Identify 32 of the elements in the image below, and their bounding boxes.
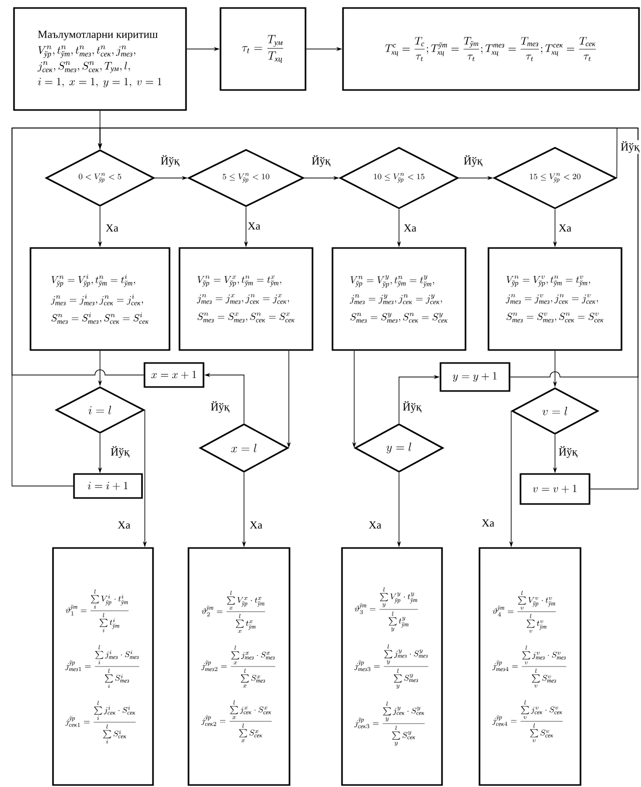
formula-box: $\tau_t=\frac{T_{\textit{ум}}}{T_{\textit{хц}}}$ [220, 7, 306, 91]
result-box: $\vartheta^{\textit{ўт}}_1=\frac{\sum\limits_{i}^{l}V^i_{\textit{ўр}}\cdot t^i_{\textit{ўт}}}{\sum\limits_{i}^{l}t^i_{\textit{ўт}}}$ $j^{\textit{ўр}}_{\textit{тез}1}=\frac{\sum\limits_{i}^{l}j^i_{\textit{тез}}\cdot S^i_{\textit{тез}}}{\sum\limits_{i}^{l}S^i_{\textit{тез}}}$ $j^{\textit{ўр}}_{\textit{сек}1}=\frac{\sum\limits_{i}^{l}j^i_{\textit{сек}}\cdot S^i_{\textit{сек}}}{\sum\limits_{i}^{l}S^i_{\textit{сек}}}$ [52, 547, 154, 786]
edge-label: Йўқ [210, 400, 230, 414]
process-box: $y=y+1$ [440, 362, 510, 392]
edge-label: Ха [116, 520, 132, 530]
edge-label: Йўқ [558, 445, 578, 459]
edge-label: Ха [558, 223, 572, 233]
result-box: $\vartheta^{\textit{ўт}}_3=\frac{\sum\limits_{y}^{l}V^y_{\textit{ўр}}\cdot t^y_{\textit{ўт}}}{\sum\limits_{y}^{l}t^y_{\textit{ўт}}}$ $j^{\textit{ўр}}_{\textit{тез}3}=\frac{\sum\limits_{y}^{l}j^y_{\textit{тез}}\cdot S^y_{\textit{тез}}}{\sum\limits_{y}^{l}S^y_{\textit{тез}}}$ $j^{\textit{ўр}}_{\textit{сек}3}=\frac{\sum\limits_{y}^{l}j^y_{\textit{сек}}\cdot S^y_{\textit{сек}}}{\sum\limits_{y}^{l}S^y_{\textit{сек}}}$ [341, 547, 443, 786]
edge-label: Йўқ [620, 140, 640, 154]
edge-label: Йўқ [110, 445, 130, 459]
process-box: $V^n_{\textit{ўр}}=V^i_{\textit{ўр}}, t^n_{\textit{ўт}}=t^i_{\textit{ўт}},$ $j^n_{\textit{тез}}=j^i_{\textit{тез}}, j^n_{\textit{сек}}=j^i_{\textit{сек}},$ $S^n_{\textit{тез}}=S^i_{\textit{тез}}, S^n_{\textit{сек}}=S^i_{\textit{сек}}$ [30, 247, 170, 351]
edge-label: Ха [246, 221, 262, 231]
arrow [12, 128, 144, 376]
result-box: $\vartheta^{\textit{ўт}}_4=\frac{\sum\limits_{v}^{l}V^v_{\textit{ўр}}\cdot t^v_{\textit{ўт}}}{\sum\limits_{v}^{l}t^v_{\textit{ўт}}}$ $j^{\textit{ўр}}_{\textit{тез}4}=\frac{\sum\limits_{v}^{l}j^v_{\textit{тез}}\cdot S^v_{\textit{тез}}}{\sum\limits_{v}^{l}S^v_{\textit{тез}}}$ $j^{\textit{ўр}}_{\textit{сек}4}=\frac{\sum\limits_{v}^{l}j^v_{\textit{сек}}\cdot S^v_{\textit{сек}}}{\sum\limits_{v}^{l}S^v_{\textit{сек}}}$ [478, 547, 582, 786]
input-box: Маълумотларни киритиш $V^n_{\textit{ўр}}, t^n_{\textit{ўт}}, t^n_{\textit{тез}}, t^n_{\textit{сек}}, j^n_{\textit{тез}},$ $j^n_{\textit{сек}}, S^n_{\textit{тез}}, S^n_{\textit{сек}}, T_{\textit{ум}}, l,$ $i=1,\ x=1,\ y=1,\ v=1$ [13, 7, 187, 111]
edge-label: Йўқ [462, 154, 484, 168]
process-box: $x=x+1$ [144, 362, 204, 388]
process-box: $v=v+1$ [520, 473, 590, 505]
edge-label: Ха [402, 223, 418, 233]
edge-label: Ха [104, 223, 120, 233]
edge-label: Ха [480, 518, 496, 528]
process-box: $V^n_{\textit{ўр}}=V^v_{\textit{ўр}}, t^n_{\textit{ўт}}=t^v_{\textit{ўт}},$ $j^n_{\textit{тез}}=j^v_{\textit{тез}}, j^n_{\textit{сек}}=j^v_{\textit{сек}},$ $S^n_{\textit{тез}}=S^v_{\textit{тез}}, S^n_{\textit{сек}}=S^v_{\textit{сек}}$ [488, 247, 622, 351]
process-box: $V^n_{\textit{ўр}}=V^x_{\textit{ўр}}, t^n_{\textit{ўт}}=t^x_{\textit{ўт}},$ $j^n_{\textit{тез}}=j^x_{\textit{тез}}, j^n_{\textit{сек}}=j^x_{\textit{сек}},$ $S^n_{\textit{тез}}=S^x_{\textit{тез}}, S^n_{\textit{сек}}=S^x_{\textit{сек}}$ [178, 247, 314, 351]
edge-label: Ха [368, 520, 382, 530]
process-box: $i=i+1$ [73, 473, 143, 499]
result-box: $\vartheta^{\textit{ўт}}_2=\frac{\sum\limits_{x}^{l}V^x_{\textit{ўр}}\cdot t^x_{\textit{ўт}}}{\sum\limits_{x}^{l}t^x_{\textit{ўт}}}$ $j^{\textit{ўр}}_{\textit{тез}2}=\frac{\sum\limits_{x}^{l}j^x_{\textit{тез}}\cdot S^x_{\textit{тез}}}{\sum\limits_{x}^{l}S^x_{\textit{тез}}}$ $j^{\textit{ўр}}_{\textit{сек}2}=\frac{\sum\limits_{x}^{l}j^x_{\textit{сек}}\cdot S^x_{\textit{сек}}}{\sum\limits_{x}^{l}S^x_{\textit{сек}}}$ [188, 547, 290, 786]
formula-box: $T^{\textit{с}}_{\textit{хц}}=\frac{T_{\textit{с}}}{\tau_t};T^{\textit{ўт}}_{\textit{хц}}=\frac{T_{\textit{ўт}}}{\tau_t};T^{\textit{тез}}_{\textit{хц}}=\frac{T_{\textit{тез}}}{\tau_t};T^{\textit{сек}}_{\textit{хц}}=\frac{T_{\textit{сек}}}{\tau_t}$ [342, 7, 640, 91]
process-box: $V^n_{\textit{ўр}}=V^y_{\textit{ўр}}, t^n_{\textit{ўт}}=t^y_{\textit{ўт}},$ $j^n_{\textit{тез}}=j^y_{\textit{тез}}, j^n_{\textit{сек}}=j^y_{\textit{сек}},$ $S^n_{\textit{тез}}=S^y_{\textit{тез}}, S^n_{\textit{сек}}=S^y_{\textit{сек}}$ [332, 247, 466, 351]
edge-label: Йўқ [310, 154, 332, 168]
edge-label: Йўқ [160, 154, 180, 168]
edge-label: Ха [248, 520, 264, 530]
edge-label: Йўқ [402, 400, 422, 414]
